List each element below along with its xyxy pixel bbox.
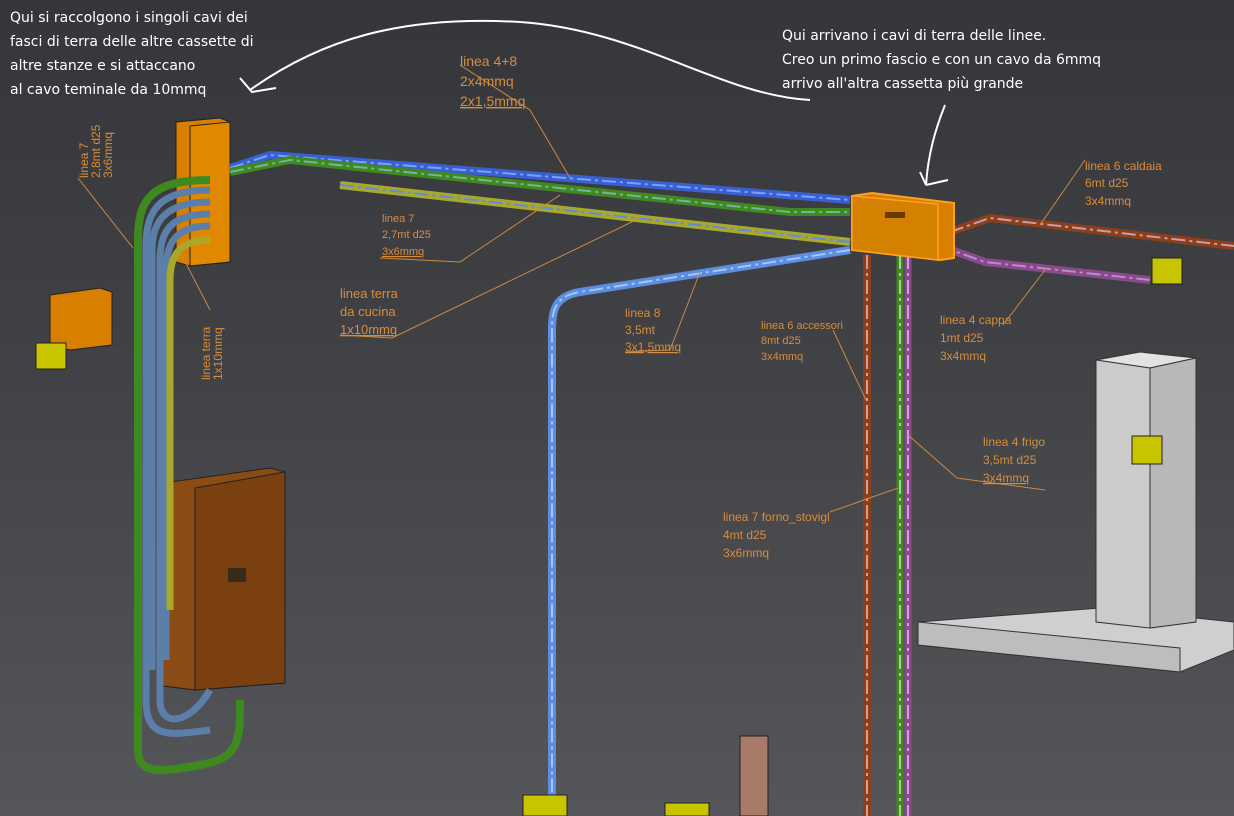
annotation-right: Qui arrivano i cavi di terra delle linee… [782,28,1106,92]
kitchen-hood [917,351,1234,673]
leader-lines [77,64,1086,513]
label-linea-terra-vertical: linea terra 1x10mmq [199,323,225,380]
label-linea-7: linea 7 2,7mt d25 3x6mmq [382,213,434,258]
label-linea-4-8: linea 4+8 2x4mmq 2x1,5mmq [460,53,525,109]
cable-linea-terra-cucina-yellow [339,181,851,246]
label-linea-6-caldaia: linea 6 caldaia 6mt d25 3x4mmq [1085,159,1165,208]
distribution-panel [162,467,286,691]
label-linea-7-vertical: linea 7 2,8mt d25 3x6mmq [77,121,115,178]
label-linea-7-forno: linea 7 forno_stovigl 4mt d25 3x6mmq [723,510,833,560]
socket-box-hood [1131,435,1163,465]
cable-linea-7-green [229,155,850,216]
wall-post [739,735,769,816]
label-linea-6-accessori: linea 6 accessori 8mt d25 3x4mmq [761,320,846,363]
cable-bundle-left [134,176,244,774]
label-linea-4-frigo: linea 4 frigo 3,5mt d25 3x4mmq [983,435,1048,485]
label-linea-4-cappa: linea 4 cappa 1mt d25 3x4mmq [940,313,1015,363]
socket-box-right [1151,257,1183,285]
socket-box-bottom-2 [664,802,710,816]
cable-linea-6-caldaia [948,213,1234,250]
label-linea-8: linea 8 3,5mt 3x1,5mmq [625,306,681,354]
cable-linea-8-lightblue [548,246,851,800]
junction-box-main[interactable] [851,191,955,262]
junction-box-left [35,287,113,370]
socket-box-bottom-1 [522,794,568,816]
cable-linea-4-8-blue [228,150,851,204]
label-linea-terra-cucina: linea terra da cucina 1x10mmq [340,286,401,337]
handdrawn-arrows [239,19,949,186]
annotation-left: Qui si raccolgono i singoli cavi dei fas… [10,10,258,98]
cable-linea-4-cappa [938,242,1151,284]
